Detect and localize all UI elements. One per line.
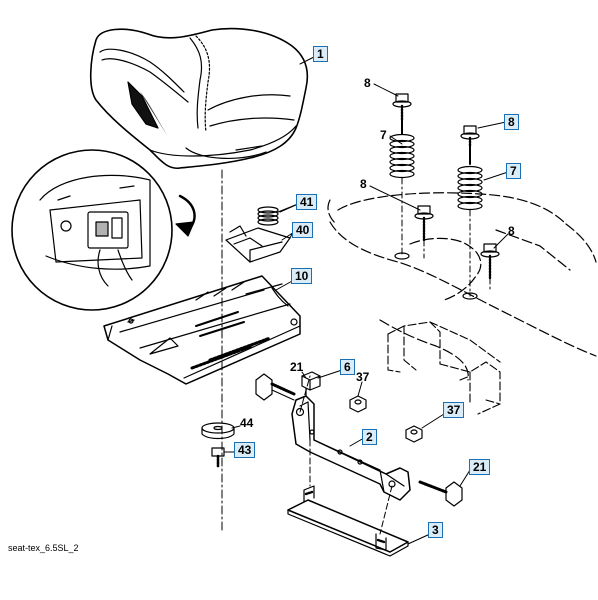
spring-part-left: [389, 119, 415, 179]
bolt-8-top-left: [392, 93, 412, 122]
seat-plate-part: [103, 275, 301, 385]
callout-1[interactable]: 1: [313, 46, 328, 62]
callout-37-upper[interactable]: 37: [356, 370, 370, 384]
bracket-assembly-lines: [299, 375, 393, 535]
seat-bracket-part: [291, 383, 411, 501]
seat-part: [89, 27, 309, 170]
callout-3[interactable]: 3: [428, 522, 443, 538]
callout-21-lower[interactable]: 21: [469, 459, 491, 475]
callout-8-mid[interactable]: 8: [360, 177, 367, 191]
callout-40[interactable]: 40: [292, 222, 314, 238]
bolt-21-upper: [255, 373, 296, 401]
callout-2[interactable]: 2: [362, 429, 377, 445]
deck-outline: [327, 192, 597, 381]
leader-lines: [223, 55, 509, 545]
bolt-part: [211, 447, 225, 468]
washer-part: [201, 422, 235, 440]
frame-bracket-outline: [387, 321, 501, 415]
switch-detail-inset: [11, 149, 196, 311]
nut-6-part: [301, 371, 321, 391]
bolt-8-top-right: [460, 125, 480, 148]
callout-37-lower[interactable]: 37: [443, 402, 465, 418]
bolt-8-right: [480, 243, 500, 280]
callout-44[interactable]: 44: [240, 416, 254, 430]
base-plate-part: [287, 485, 409, 557]
callout-6[interactable]: 6: [340, 359, 355, 375]
callout-8-top-left[interactable]: 8: [364, 76, 371, 90]
callout-41[interactable]: 41: [296, 194, 318, 210]
bolt-8-mid: [414, 205, 434, 242]
assembly-lines: [401, 177, 491, 297]
spring-part-right: [457, 143, 483, 211]
nut-37-lower: [405, 425, 423, 443]
seat-switch-part: [225, 225, 295, 263]
nut-37-upper: [349, 395, 367, 413]
diagram-caption: seat-tex_6.5SL_2: [8, 543, 79, 553]
callout-7-right[interactable]: 7: [506, 163, 521, 179]
callout-43[interactable]: 43: [234, 442, 256, 458]
bolt-21-lower: [418, 480, 463, 507]
callout-8-top-right[interactable]: 8: [504, 114, 519, 130]
callout-21-upper[interactable]: 21: [290, 360, 304, 374]
callout-7-left[interactable]: 7: [380, 128, 387, 142]
callout-10[interactable]: 10: [291, 268, 313, 284]
callout-8-right[interactable]: 8: [508, 224, 515, 238]
deck-hole: [462, 292, 478, 300]
